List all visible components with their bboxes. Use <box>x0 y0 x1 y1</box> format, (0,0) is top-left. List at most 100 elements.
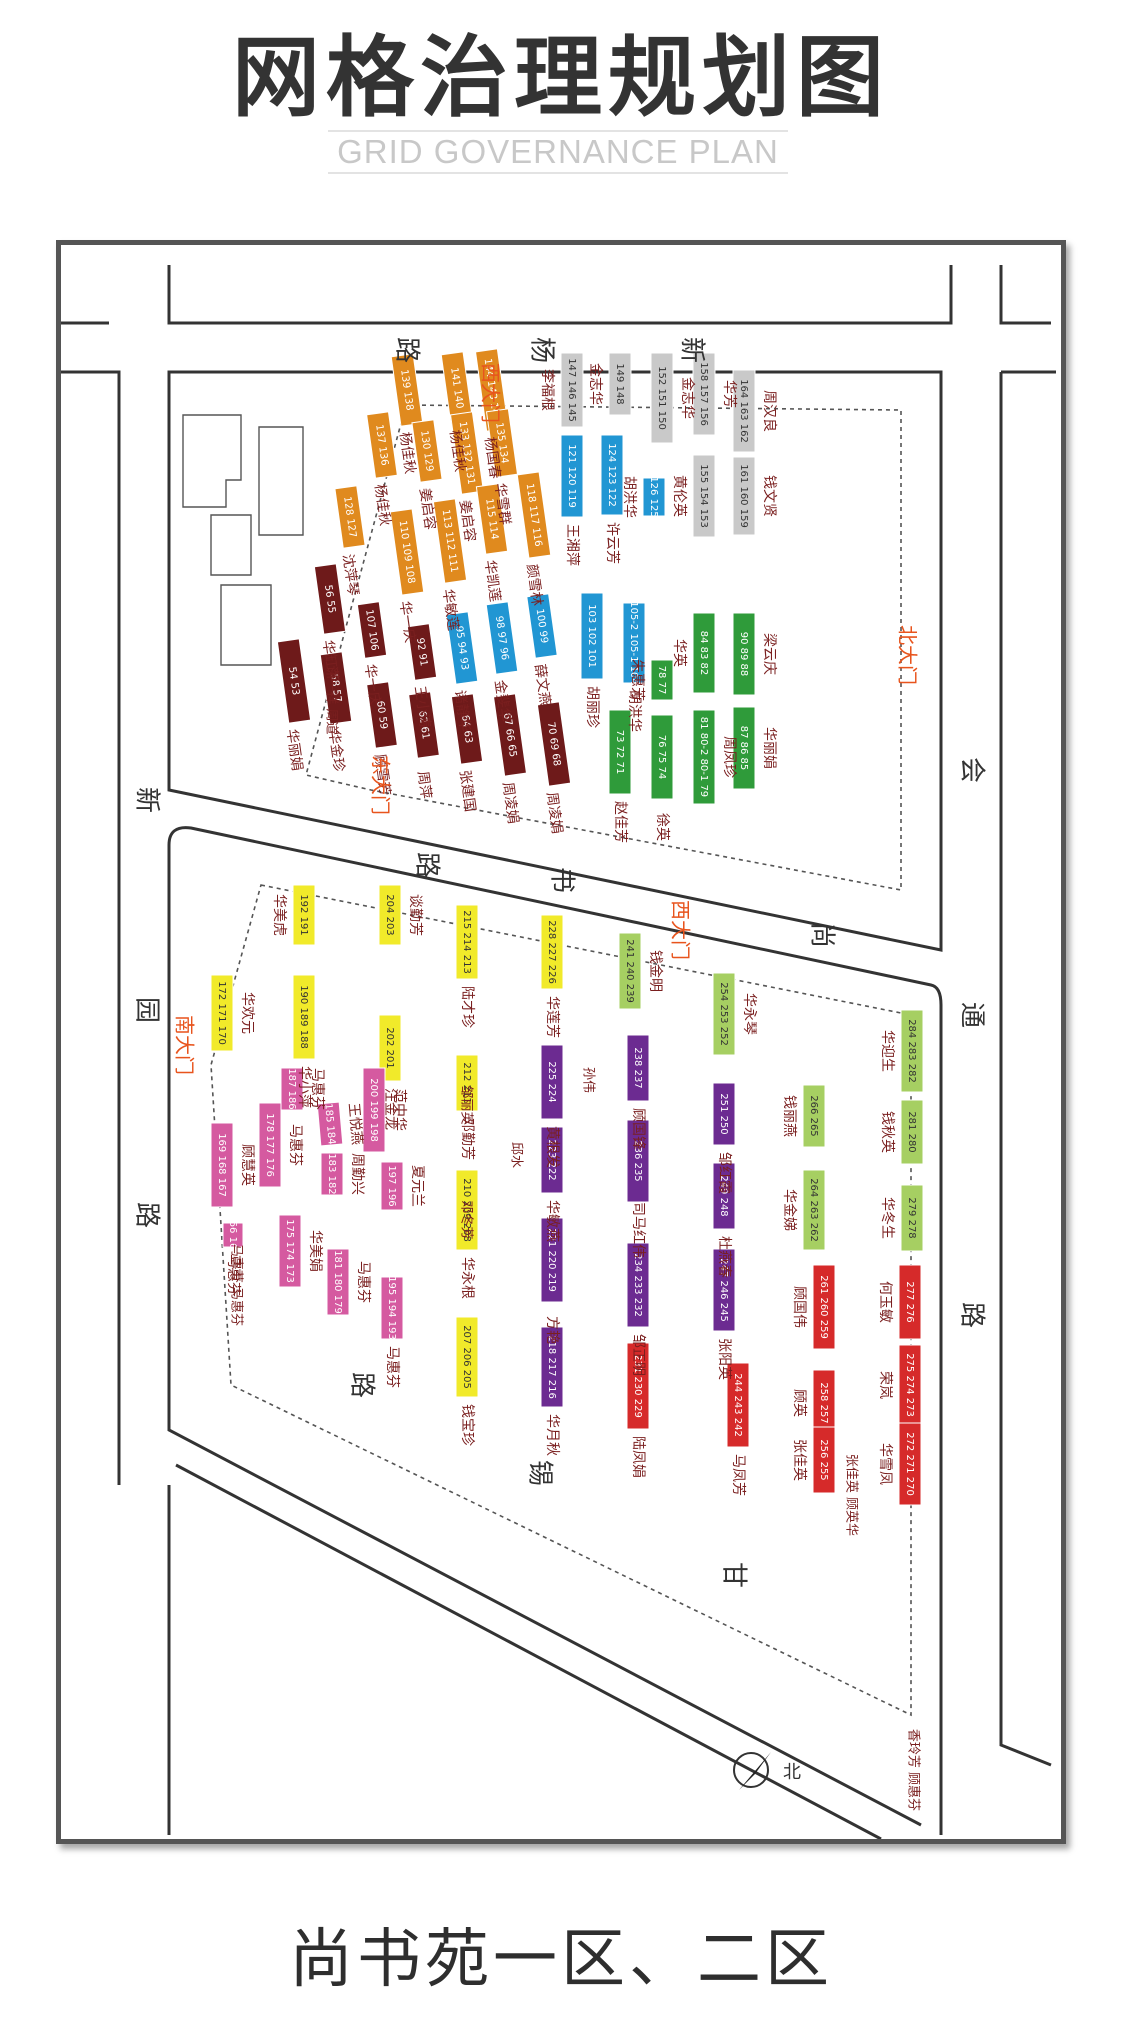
block-owner-label: 华美娟 <box>307 1230 323 1272</box>
block-unit-ids: 124 123 122 <box>606 443 617 507</box>
block-owner-label: 华丽娟 <box>283 728 305 772</box>
block-unit-ids: 76 75 74 <box>656 735 667 780</box>
building-block: 70 69 68 <box>536 701 572 787</box>
block-owner-label: 华迎生 <box>879 1030 895 1072</box>
block-rect <box>732 706 756 790</box>
block-owner-label: 邓勤芳 <box>459 1118 476 1160</box>
block-owner-label: 华一庆 <box>396 600 418 644</box>
block-unit-ids: 218 217 216 <box>546 1335 557 1399</box>
block-rect <box>380 1276 404 1340</box>
block-rect <box>626 1119 650 1203</box>
block-rect <box>292 974 316 1060</box>
block-unit-ids: 251 250 <box>718 1093 729 1134</box>
building-block: 200 199 198 <box>362 1067 386 1153</box>
block-unit-ids: 152 151 150 <box>656 366 667 430</box>
block-unit-ids: 161 160 159 <box>738 464 749 528</box>
block-owner-label: 钱秋英 <box>879 1111 896 1153</box>
compass-label: 北 <box>783 1762 801 1783</box>
block-owner-label: 华小萍 <box>296 1066 312 1108</box>
block-owner-label: 周凌娟 <box>543 791 565 835</box>
block-owner-label: 华欢元 <box>239 992 255 1034</box>
block-rect <box>366 411 398 479</box>
block-rect <box>540 1217 564 1303</box>
gate-label: 东大门 <box>369 755 393 815</box>
building-block: 103 102 101 <box>580 592 604 680</box>
block-unit-ids: 181 180 179 <box>332 1250 343 1314</box>
block-owner-label: 胡洪华 <box>621 476 637 518</box>
block-unit-ids: 256 255 <box>818 1439 829 1480</box>
block-unit-ids: 264 263 262 <box>808 1178 819 1242</box>
west-road-edge <box>61 370 121 1485</box>
building-block: 124 123 122 <box>600 434 624 516</box>
block-owner-label: 杨国春 <box>481 436 503 480</box>
block-unit-ids: 183 182 <box>326 1153 337 1194</box>
block-rect <box>540 1326 564 1408</box>
building-block: 92 91 <box>406 623 438 681</box>
building-block: 161 160 159 <box>732 456 756 536</box>
gate-label: 西大门 <box>669 900 693 960</box>
block-owner-label: 王小涛 <box>411 685 433 729</box>
neighbor-buildings <box>182 414 304 666</box>
building-block: 178 177 176 <box>258 1102 282 1188</box>
building-block: 244 243 242 <box>726 1362 750 1448</box>
building-block: 215 214 213 <box>455 904 479 980</box>
building-block: 121 120 119 <box>560 434 584 518</box>
block-rect <box>455 1169 479 1251</box>
block-owner-label: 杜燕春 <box>716 1236 732 1278</box>
block-owner-label: 华永琴 <box>741 993 757 1035</box>
building-block: 272 271 270 <box>898 1422 922 1506</box>
building-block: 210 209 208 <box>455 1169 479 1251</box>
block-owner-label: 华雪群 <box>491 482 513 526</box>
block-owner-label: 诸静华 <box>451 689 473 733</box>
page-title: 网格治理规划图 <box>231 26 890 129</box>
block-unit-ids: 275 274 273 <box>904 1353 915 1417</box>
block-unit-ids: 58 57 <box>328 673 343 703</box>
building-block: 284 283 282 <box>900 1009 924 1093</box>
block-unit-ids: 87 86 85 <box>738 726 749 771</box>
block-rect <box>560 352 584 428</box>
building-block: 234 233 232 <box>626 1242 650 1328</box>
block-unit-ids: 103 102 101 <box>586 604 597 668</box>
block-owner-label: 徐英 <box>654 813 671 841</box>
block-rect <box>540 1044 564 1120</box>
block-unit-ids: 223 222 <box>546 1139 557 1180</box>
building-block: 105-2 105-1 104 <box>622 601 646 685</box>
road-name-char: 路 <box>412 852 442 878</box>
building-block: 187 186 <box>280 1067 304 1111</box>
block-owner-label: 许云芳 <box>604 522 621 564</box>
block-rect <box>712 1248 736 1332</box>
building-block: 87 86 85 <box>732 706 756 790</box>
block-unit-ids: 284 283 282 <box>906 1019 917 1083</box>
block-rect <box>380 1161 404 1211</box>
block-owner-label: 华敏燕 <box>544 1200 560 1242</box>
block-unit-ids: 90 89 88 <box>738 632 749 677</box>
building-block: 204 203 <box>378 884 402 946</box>
block-unit-ids: 62 61 <box>416 710 431 740</box>
block-unit-ids: 204 203 <box>384 894 395 935</box>
east-road-edge <box>999 372 1052 1767</box>
block-owner-label: 周凤珍 <box>721 736 737 778</box>
block-rect <box>334 485 366 549</box>
block-rect <box>516 471 552 559</box>
block-rect <box>580 592 604 680</box>
block-rect <box>485 408 519 478</box>
block-unit-ids: 64 63 <box>459 714 474 744</box>
building-block: 277 276 <box>898 1264 922 1340</box>
resident-label: 孙伟 <box>581 1067 596 1093</box>
building-block: 236 235 <box>626 1119 650 1203</box>
block-unit-ids: 192 191 <box>298 894 309 935</box>
block-unit-ids: 84 83 82 <box>698 631 709 676</box>
block-rect <box>319 651 353 725</box>
block-owner-label: 颜雪林 <box>523 563 545 607</box>
block-rect <box>492 693 528 777</box>
building-block: 98 97 96 <box>485 601 519 675</box>
building-block: 76 75 74 <box>650 714 674 800</box>
block-unit-ids: 272 271 270 <box>904 1432 915 1496</box>
building-block: 225 224 <box>540 1044 564 1120</box>
building-block: 218 217 216 <box>540 1326 564 1408</box>
block-owner-label: 金斐华 <box>491 679 513 723</box>
block-owner-label: 华英 <box>671 639 688 667</box>
block-rect <box>276 638 312 724</box>
block-unit-ids: 105-2 105-1 104 <box>628 601 639 685</box>
block-unit-ids: 225 224 <box>546 1061 557 1102</box>
